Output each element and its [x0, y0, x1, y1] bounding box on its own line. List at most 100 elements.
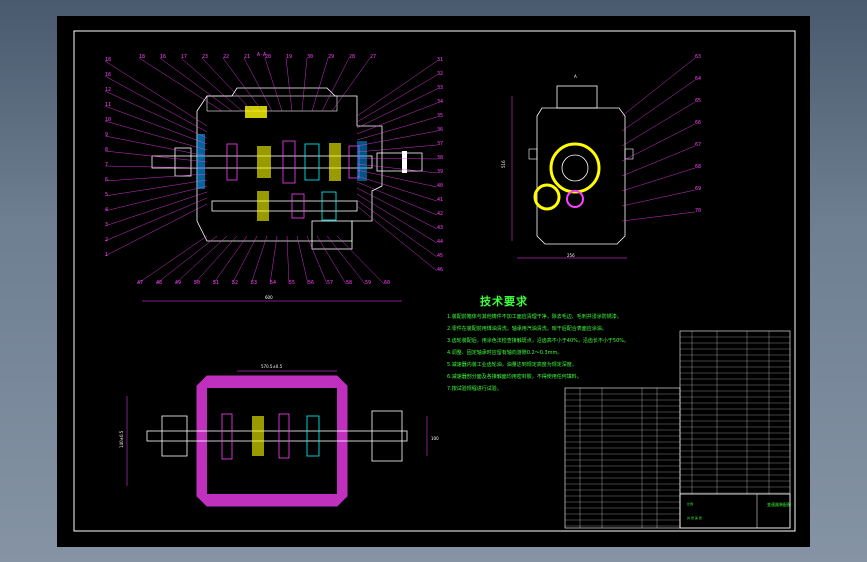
leader-line [356, 199, 438, 258]
side-view-label: A [574, 74, 577, 79]
leader-line [104, 120, 208, 151]
gear-2 [257, 146, 271, 178]
part-balloon: 9 [105, 132, 108, 138]
part-balloon: 23 [202, 54, 208, 60]
leader-line [621, 189, 696, 207]
side-width-dim: 256 [567, 253, 575, 258]
parts-list-table[interactable] [564, 330, 791, 529]
leader-line [212, 235, 248, 285]
counter-shaft [211, 200, 358, 212]
plan-gear-2 [252, 416, 264, 456]
leader-line [104, 90, 208, 139]
part-balloon: 67 [695, 142, 701, 148]
leader-line [356, 102, 438, 135]
part-balloon: 12 [105, 87, 111, 93]
part-balloon: 33 [437, 85, 443, 91]
part-balloon: 70 [695, 208, 701, 214]
leader-line [104, 197, 208, 242]
part-balloon: 54 [270, 280, 276, 286]
leader-line [621, 57, 696, 117]
gear-4 [304, 143, 320, 181]
main-section-view[interactable]: A-A [104, 52, 443, 302]
leader-line [104, 150, 208, 163]
leader-line [621, 145, 696, 177]
leader-line [356, 88, 438, 129]
leader-line [250, 235, 268, 285]
plan-gear-1 [221, 413, 233, 460]
title-block [679, 493, 791, 529]
part-balloon: 27 [370, 54, 376, 60]
part-balloon: 63 [695, 54, 701, 60]
part-balloon: 53 [251, 280, 257, 286]
part-balloon: 32 [437, 71, 443, 77]
leader-line [104, 179, 208, 197]
leader-line [136, 235, 208, 285]
leader-line [243, 57, 273, 112]
plan-view[interactable]: 570.5±0.5 140±0.5 100 [119, 364, 439, 507]
side-idler-gear [566, 190, 584, 208]
part-balloon: 30 [307, 54, 313, 60]
part-balloon: 37 [437, 141, 443, 147]
plan-right-dim: 100 [431, 436, 439, 441]
leader-line [356, 187, 438, 230]
parts-list-right [679, 330, 791, 529]
part-balloon: 46 [437, 267, 443, 273]
reverse-idler-housing [311, 220, 353, 250]
part-balloon: 40 [437, 183, 443, 189]
part-balloon: 31 [437, 57, 443, 63]
leader-line [296, 235, 309, 285]
leader-line [201, 57, 253, 112]
part-balloon: 34 [437, 99, 443, 105]
cad-drawing-canvas[interactable]: A-A [57, 16, 810, 547]
part-balloon: 11 [105, 102, 111, 108]
part-balloon: 66 [695, 120, 701, 126]
leader-line [159, 57, 233, 112]
section-label: A-A [257, 52, 266, 58]
gear-5 [329, 143, 341, 181]
part-balloon: 64 [695, 76, 701, 82]
leader-line [621, 167, 696, 192]
counter-gear-3 [321, 191, 337, 221]
part-balloon: 10 [105, 117, 111, 123]
shift-fork-yellow [245, 106, 267, 118]
part-balloon: 51 [213, 280, 219, 286]
leader-line [356, 175, 438, 202]
leader-line [621, 211, 696, 222]
part-balloon: 48 [156, 280, 162, 286]
gear-1 [226, 143, 238, 181]
leader-line [104, 105, 208, 145]
leader-line [306, 235, 328, 285]
part-balloon: 38 [437, 155, 443, 161]
side-counter-gear [533, 183, 561, 211]
leader-line [356, 116, 438, 141]
tech-requirement-item: 6.减速器剖分面及各接触面均用密封胶，不得使用任何填料。 [447, 374, 582, 380]
leader-line [356, 169, 438, 188]
part-balloon: 16 [105, 72, 111, 78]
leader-line [193, 235, 238, 285]
leader-line [356, 74, 438, 123]
leader-line [231, 235, 258, 285]
leader-line [326, 235, 366, 285]
part-balloon: 50 [194, 280, 200, 286]
gear-3 [282, 140, 296, 184]
leader-line [104, 75, 208, 133]
leader-line [321, 57, 350, 112]
part-balloon: 4 [105, 207, 108, 213]
part-balloon: 60 [384, 280, 390, 286]
cad-drawing-svg[interactable]: A-A [57, 16, 810, 547]
part-balloon: 39 [437, 169, 443, 175]
plan-input-flange [161, 415, 188, 457]
side-main-gear [549, 142, 601, 194]
leader-line [356, 205, 438, 272]
leader-line [356, 60, 438, 117]
leader-line [336, 235, 385, 285]
leader-line [104, 135, 208, 157]
part-balloon: 58 [346, 280, 352, 286]
part-balloon: 3 [105, 222, 108, 228]
tech-requirements-title: 技术要求 [480, 295, 528, 308]
